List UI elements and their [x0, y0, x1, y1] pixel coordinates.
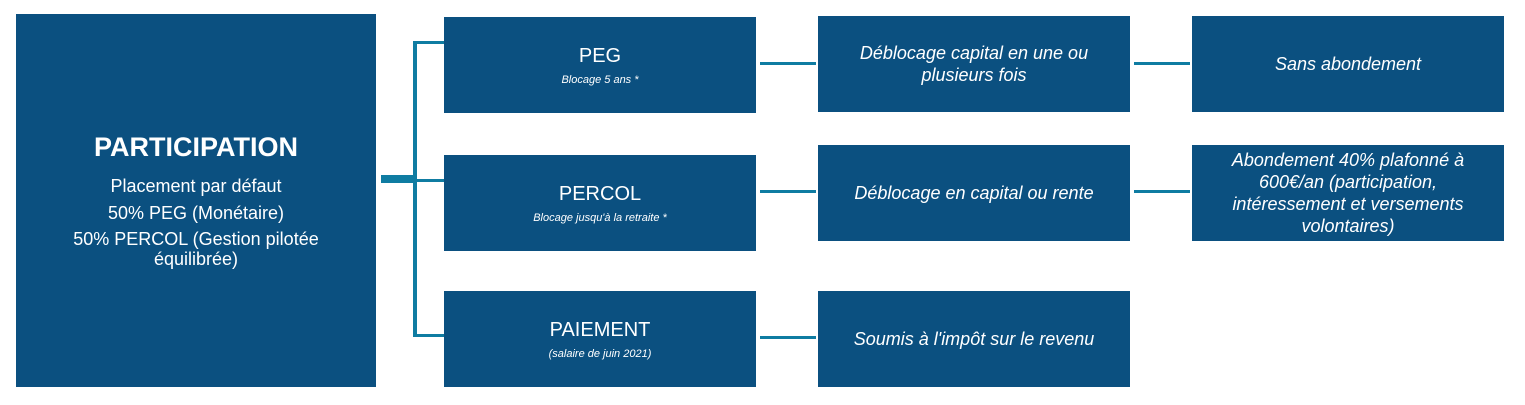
- percol-blocking-text: Blocage jusqu'à la retraite *: [533, 211, 667, 224]
- percol-matching-box: Abondement 40% plafonné à 600€/an (parti…: [1192, 145, 1504, 241]
- paiement-tax-text: Soumis à l'impôt sur le revenu: [853, 329, 1095, 349]
- participation-box: PARTICIPATION Placement par défaut 50% P…: [16, 14, 376, 387]
- paiement-tax-box: Soumis à l'impôt sur le revenu: [818, 291, 1130, 387]
- percol-allocation-text: 50% PERCOL (Gestion pilotée équilibrée): [73, 229, 319, 269]
- participation-title: PARTICIPATION: [94, 132, 298, 162]
- percol-release-text: Déblocage en capital ou rente: [854, 183, 1094, 203]
- connector-percol-matching: [1134, 190, 1190, 193]
- peg-release-text: Déblocage capital en une ou plusieurs fo…: [859, 43, 1089, 85]
- peg-matching-box: Sans abondement: [1192, 16, 1504, 112]
- peg-allocation-text: 50% PEG (Monétaire): [107, 203, 285, 223]
- default-placement-text: Placement par défaut: [110, 176, 282, 196]
- paiement-box: PAIEMENT (salaire de juin 2021): [444, 291, 756, 387]
- peg-label: PEG: [578, 44, 622, 67]
- percol-label: PERCOL: [558, 182, 642, 205]
- percol-box: PERCOL Blocage jusqu'à la retraite *: [444, 155, 756, 251]
- peg-blocking-text: Blocage 5 ans *: [561, 73, 639, 86]
- connector-vertical: [413, 41, 417, 337]
- connector-to-percol: [413, 179, 444, 182]
- connector-main-stub-lower: [381, 179, 415, 183]
- paiement-label: PAIEMENT: [549, 318, 651, 341]
- connector-to-paiement: [413, 334, 444, 337]
- connector-percol-release: [760, 190, 816, 193]
- percol-release-box: Déblocage en capital ou rente: [818, 145, 1130, 241]
- percol-matching-text: Abondement 40% plafonné à 600€/an (parti…: [1231, 150, 1465, 236]
- connector-paiement-release: [760, 336, 816, 339]
- connector-peg-matching: [1134, 62, 1190, 65]
- peg-release-box: Déblocage capital en une ou plusieurs fo…: [818, 16, 1130, 112]
- connector-to-peg: [413, 41, 444, 44]
- connector-peg-release: [760, 62, 816, 65]
- connector-main-stub: [381, 175, 415, 179]
- paiement-date-text: (salaire de juin 2021): [548, 347, 652, 360]
- peg-box: PEG Blocage 5 ans *: [444, 17, 756, 113]
- peg-matching-text: Sans abondement: [1274, 54, 1422, 74]
